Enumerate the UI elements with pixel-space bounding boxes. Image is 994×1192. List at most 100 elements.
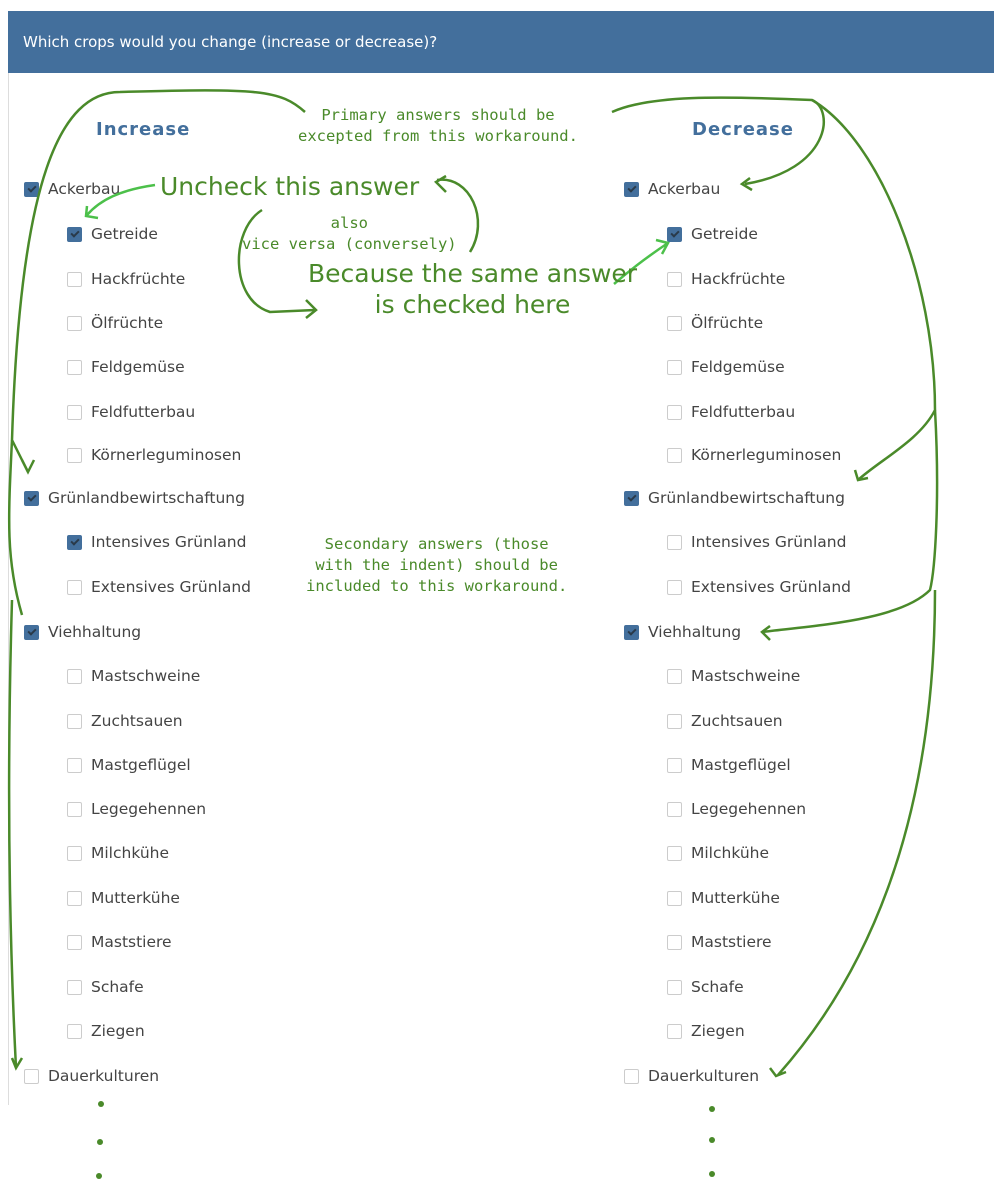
decrease-option[interactable]: Milchkühe (667, 843, 769, 863)
question-header: Which crops would you change (increase o… (8, 11, 994, 73)
increase-option[interactable]: Mutterkühe (67, 888, 180, 908)
increase-option[interactable]: Schafe (67, 977, 144, 997)
increase-checkbox[interactable] (67, 845, 82, 861)
decrease-checkbox[interactable] (667, 315, 682, 331)
decrease-checkbox[interactable] (667, 534, 682, 550)
decrease-option[interactable]: Feldgemüse (667, 357, 785, 377)
ellipsis-dot (97, 1139, 103, 1145)
decrease-option[interactable]: Schafe (667, 977, 744, 997)
decrease-checkbox[interactable] (624, 490, 639, 506)
increase-checkbox[interactable] (67, 404, 82, 420)
option-label: Intensives Grünland (91, 533, 247, 551)
increase-checkbox[interactable] (67, 890, 82, 906)
increase-option[interactable]: Extensives Grünland (67, 577, 251, 597)
decrease-option[interactable]: Mastgeflügel (667, 755, 791, 775)
increase-checkbox[interactable] (24, 624, 39, 640)
increase-checkbox[interactable] (67, 979, 82, 995)
increase-checkbox[interactable] (67, 1023, 82, 1039)
option-label: Dauerkulturen (48, 1067, 160, 1085)
increase-option[interactable]: Feldfutterbau (67, 402, 195, 422)
increase-option[interactable]: Feldgemüse (67, 357, 185, 377)
increase-checkbox[interactable] (24, 181, 39, 197)
decrease-checkbox[interactable] (667, 1023, 682, 1039)
decrease-checkbox[interactable] (667, 713, 682, 729)
decrease-option[interactable]: Viehhaltung (624, 622, 741, 642)
option-label: Maststiere (91, 933, 172, 951)
decrease-option[interactable]: Legegehennen (667, 799, 806, 819)
decrease-checkbox[interactable] (667, 845, 682, 861)
decrease-checkbox[interactable] (667, 934, 682, 950)
increase-checkbox[interactable] (67, 934, 82, 950)
increase-option[interactable]: Viehhaltung (24, 622, 141, 642)
increase-option[interactable]: Körnerleguminosen (67, 445, 241, 465)
increase-option[interactable]: Zuchtsauen (67, 711, 183, 731)
decrease-option[interactable]: Zuchtsauen (667, 711, 783, 731)
decrease-checkbox[interactable] (667, 890, 682, 906)
column-header-decrease: Decrease (692, 119, 794, 140)
decrease-checkbox[interactable] (624, 1068, 639, 1084)
decrease-checkbox[interactable] (667, 404, 682, 420)
increase-checkbox[interactable] (67, 315, 82, 331)
decrease-option[interactable]: Mutterkühe (667, 888, 780, 908)
option-label: Grünlandbewirtschaftung (48, 489, 245, 507)
option-label: Grünlandbewirtschaftung (648, 489, 845, 507)
decrease-checkbox[interactable] (667, 757, 682, 773)
decrease-option[interactable]: Ölfrüchte (667, 313, 763, 333)
decrease-option[interactable]: Grünlandbewirtschaftung (624, 488, 845, 508)
decrease-checkbox[interactable] (624, 181, 639, 197)
decrease-checkbox[interactable] (667, 359, 682, 375)
decrease-option[interactable]: Intensives Grünland (667, 532, 846, 552)
increase-checkbox[interactable] (67, 271, 82, 287)
increase-option[interactable]: Maststiere (67, 932, 172, 952)
increase-checkbox[interactable] (67, 668, 82, 684)
decrease-checkbox[interactable] (667, 579, 682, 595)
increase-option[interactable]: Ziegen (67, 1021, 145, 1041)
increase-option[interactable]: Ackerbau (24, 179, 120, 199)
option-label: Viehhaltung (48, 623, 142, 641)
option-label: Feldgemüse (691, 358, 785, 376)
increase-checkbox[interactable] (67, 534, 82, 550)
increase-option[interactable]: Getreide (67, 224, 158, 244)
decrease-option[interactable]: Maststiere (667, 932, 772, 952)
option-label: Extensives Grünland (91, 578, 251, 596)
increase-checkbox[interactable] (67, 757, 82, 773)
increase-option[interactable]: Intensives Grünland (67, 532, 246, 552)
decrease-option[interactable]: Körnerleguminosen (667, 445, 841, 465)
decrease-option[interactable]: Mastschweine (667, 666, 800, 686)
increase-checkbox[interactable] (67, 359, 82, 375)
decrease-option[interactable]: Extensives Grünland (667, 577, 851, 597)
increase-checkbox[interactable] (67, 801, 82, 817)
increase-checkbox[interactable] (67, 579, 82, 595)
decrease-checkbox[interactable] (667, 271, 682, 287)
increase-checkbox[interactable] (24, 1068, 39, 1084)
decrease-checkbox[interactable] (624, 624, 639, 640)
option-label: Hackfrüchte (691, 270, 786, 288)
option-label: Feldgemüse (91, 358, 185, 376)
option-label: Viehhaltung (648, 623, 742, 641)
decrease-option[interactable]: Getreide (667, 224, 758, 244)
increase-option[interactable]: Grünlandbewirtschaftung (24, 488, 245, 508)
decrease-option[interactable]: Hackfrüchte (667, 269, 785, 289)
increase-option[interactable]: Milchkühe (67, 843, 169, 863)
increase-checkbox[interactable] (67, 447, 82, 463)
option-label: Ölfrüchte (91, 314, 164, 332)
decrease-option[interactable]: Dauerkulturen (624, 1066, 759, 1086)
decrease-checkbox[interactable] (667, 801, 682, 817)
decrease-checkbox[interactable] (667, 668, 682, 684)
increase-option[interactable]: Dauerkulturen (24, 1066, 159, 1086)
decrease-checkbox[interactable] (667, 979, 682, 995)
decrease-checkbox[interactable] (667, 447, 682, 463)
increase-checkbox[interactable] (67, 226, 82, 242)
increase-checkbox[interactable] (24, 490, 39, 506)
increase-option[interactable]: Ölfrüchte (67, 313, 163, 333)
decrease-option[interactable]: Ziegen (667, 1021, 745, 1041)
option-label: Feldfutterbau (91, 403, 196, 421)
increase-option[interactable]: Hackfrüchte (67, 269, 185, 289)
increase-option[interactable]: Legegehennen (67, 799, 206, 819)
increase-checkbox[interactable] (67, 713, 82, 729)
increase-option[interactable]: Mastschweine (67, 666, 200, 686)
decrease-option[interactable]: Ackerbau (624, 179, 720, 199)
increase-option[interactable]: Mastgeflügel (67, 755, 191, 775)
decrease-checkbox[interactable] (667, 226, 682, 242)
decrease-option[interactable]: Feldfutterbau (667, 402, 795, 422)
